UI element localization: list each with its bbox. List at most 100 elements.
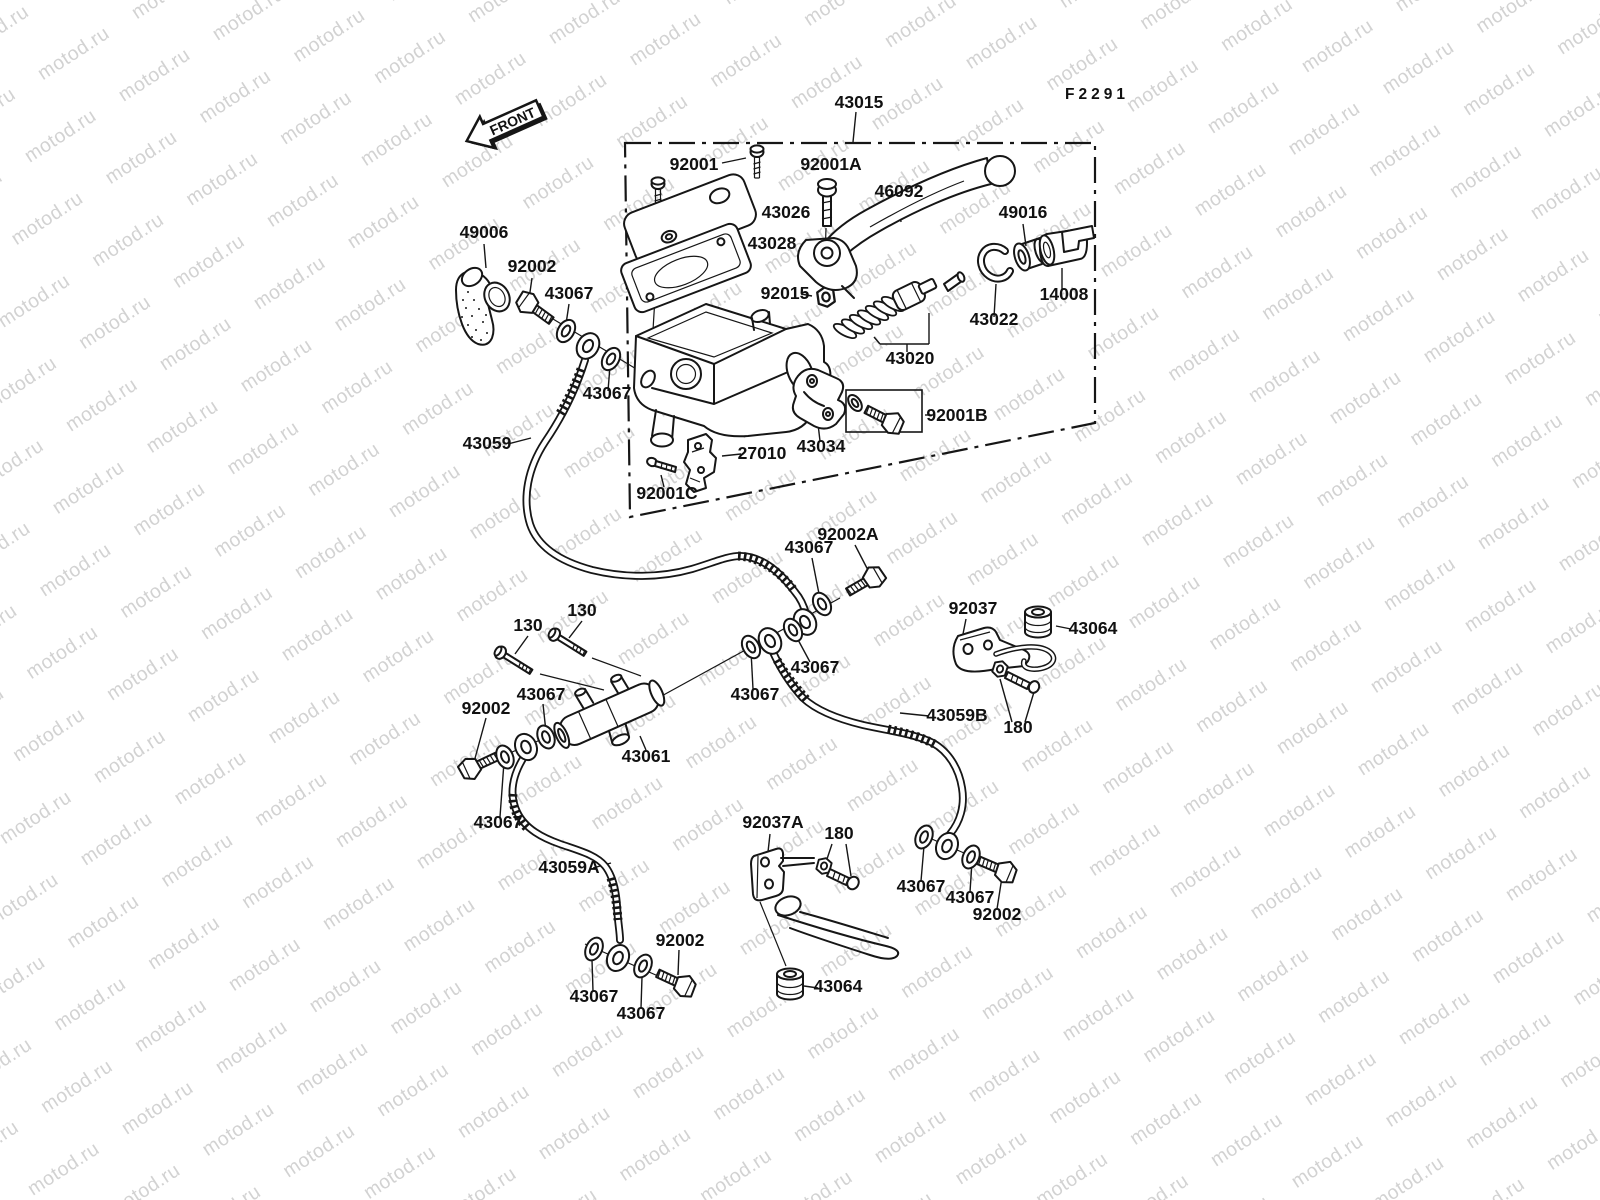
part-label-43067: 43067 bbox=[474, 812, 523, 832]
watermark-text: motod.ru bbox=[1032, 1148, 1112, 1200]
watermark-text: motod.ru bbox=[185, 1181, 265, 1200]
watermark-text: motod.ru bbox=[1543, 1112, 1600, 1175]
part-label-92037: 92037 bbox=[949, 598, 998, 618]
watermark-text: motod.ru bbox=[0, 435, 48, 498]
watermark-text: motod.ru bbox=[88, 209, 168, 272]
watermark-text: motod.ru bbox=[197, 582, 277, 645]
watermark-text: motod.ru bbox=[1394, 987, 1474, 1050]
part-label-49016: 49016 bbox=[999, 202, 1048, 222]
grommet-43064-upper bbox=[1024, 605, 1052, 639]
watermark-text: motod.ru bbox=[50, 973, 130, 1036]
watermark-text: motod.ru bbox=[1177, 241, 1257, 304]
watermark-text: motod.ru bbox=[719, 0, 799, 9]
assembly-box bbox=[623, 111, 1097, 519]
watermark-text: motod.ru bbox=[897, 940, 977, 1003]
grommet-43064-lower bbox=[776, 967, 804, 1001]
part-label-43022: 43022 bbox=[970, 309, 1019, 329]
watermark-text: motod.ru bbox=[225, 933, 305, 996]
watermark-text: motod.ru bbox=[210, 499, 290, 562]
watermark-text: motod.ru bbox=[0, 1116, 23, 1179]
watermark-text: motod.ru bbox=[1258, 262, 1338, 325]
watermark-text: motod.ru bbox=[1569, 947, 1600, 1010]
watermark-text: motod.ru bbox=[305, 955, 385, 1018]
watermark-text: motod.ru bbox=[291, 521, 371, 584]
watermark-text: motod.ru bbox=[1459, 58, 1539, 121]
watermark-text: motod.ru bbox=[1352, 201, 1432, 264]
watermark-text: motod.ru bbox=[1123, 54, 1203, 117]
switch-screw-92001C bbox=[646, 456, 677, 473]
master-cylinder-body bbox=[633, 303, 832, 448]
watermark-text: motod.ru bbox=[843, 754, 923, 817]
part-label-92001C: 92001C bbox=[636, 483, 698, 503]
watermark-text: motod.ru bbox=[1340, 800, 1420, 863]
watermark-text: motod.ru bbox=[615, 1123, 695, 1186]
watermark-text: motod.ru bbox=[681, 711, 761, 774]
watermark-text: motod.ru bbox=[1368, 1152, 1448, 1200]
watermark-text: motod.ru bbox=[251, 768, 331, 831]
boot-49006 bbox=[455, 266, 511, 346]
watermark-text: motod.ru bbox=[882, 506, 962, 569]
watermark-text: motod.ru bbox=[762, 732, 842, 795]
part-label-43020: 43020 bbox=[886, 348, 935, 368]
part-label-180: 180 bbox=[824, 823, 853, 843]
watermark-text: motod.ru bbox=[1218, 510, 1298, 573]
watermark-text: motod.ru bbox=[721, 463, 801, 526]
part-label-43067: 43067 bbox=[731, 684, 780, 704]
watermark-text: motod.ru bbox=[1421, 822, 1501, 885]
watermark-text: motod.ru bbox=[129, 478, 209, 541]
watermark-text: motod.ru bbox=[1217, 0, 1297, 56]
watermark-text: motod.ru bbox=[90, 725, 170, 788]
watermark-text: motod.ru bbox=[0, 270, 74, 333]
watermark-text: motod.ru bbox=[454, 1080, 534, 1143]
watermark-text: motod.ru bbox=[1408, 904, 1488, 967]
watermark-text: motod.ru bbox=[1419, 305, 1499, 368]
part-label-43067: 43067 bbox=[897, 876, 946, 896]
part-label-92015: 92015 bbox=[761, 283, 810, 303]
clamp-43034 bbox=[791, 367, 847, 430]
watermark-text: motod.ru bbox=[1233, 944, 1313, 1007]
part-label-43067: 43067 bbox=[617, 1003, 666, 1023]
watermark-text: motod.ru bbox=[317, 356, 397, 419]
part-label-43059A: 43059A bbox=[538, 857, 600, 877]
watermark-text: motod.ru bbox=[464, 0, 544, 27]
watermark-text: motod.ru bbox=[343, 191, 423, 254]
watermark-text: motod.ru bbox=[142, 395, 222, 458]
junction-valve-43061 bbox=[553, 673, 666, 749]
brake-hose-43059 bbox=[522, 356, 810, 618]
diagram-code: F2291 bbox=[1065, 86, 1129, 103]
watermark-text: motod.ru bbox=[1460, 574, 1540, 637]
watermark-text: motod.ru bbox=[47, 0, 127, 2]
watermark-text: motod.ru bbox=[360, 1141, 440, 1200]
watermark-text: motod.ru bbox=[358, 625, 438, 688]
part-label-43067: 43067 bbox=[517, 684, 566, 704]
watermark-text: motod.ru bbox=[1113, 1170, 1193, 1200]
watermark-text: motod.ru bbox=[961, 11, 1041, 74]
watermark-text: motod.ru bbox=[236, 334, 316, 397]
watermark-text: motod.ru bbox=[0, 951, 49, 1014]
boot-texture bbox=[461, 291, 488, 341]
watermark-text: motod.ru bbox=[948, 94, 1028, 157]
part-label-92001A: 92001A bbox=[800, 154, 862, 174]
brake-lever-46092 bbox=[797, 155, 1016, 299]
watermark-text: motod.ru bbox=[195, 65, 275, 128]
sleeve-14008 bbox=[1038, 225, 1095, 267]
part-label-43067: 43067 bbox=[791, 657, 840, 677]
watermark-text: motod.ru bbox=[1556, 1030, 1600, 1093]
watermark-text: motod.ru bbox=[0, 166, 6, 229]
watermark-text: motod.ru bbox=[989, 363, 1069, 426]
watermark-text: motod.ru bbox=[1380, 553, 1460, 616]
c-clip-43022 bbox=[977, 242, 1014, 283]
watermark-text: motod.ru bbox=[0, 352, 61, 415]
watermark-text: motod.ru bbox=[1245, 345, 1325, 408]
watermark-text: motod.ru bbox=[800, 0, 880, 31]
part-label-43064: 43064 bbox=[1069, 618, 1118, 638]
watermark-text: motod.ru bbox=[1179, 757, 1259, 820]
watermark-text: motod.ru bbox=[0, 682, 8, 745]
watermark-text: motod.ru bbox=[399, 894, 479, 957]
watermark-text: motod.ru bbox=[1151, 406, 1231, 469]
watermark-text: motod.ru bbox=[330, 273, 410, 336]
watermark-text: motod.ru bbox=[706, 29, 786, 92]
